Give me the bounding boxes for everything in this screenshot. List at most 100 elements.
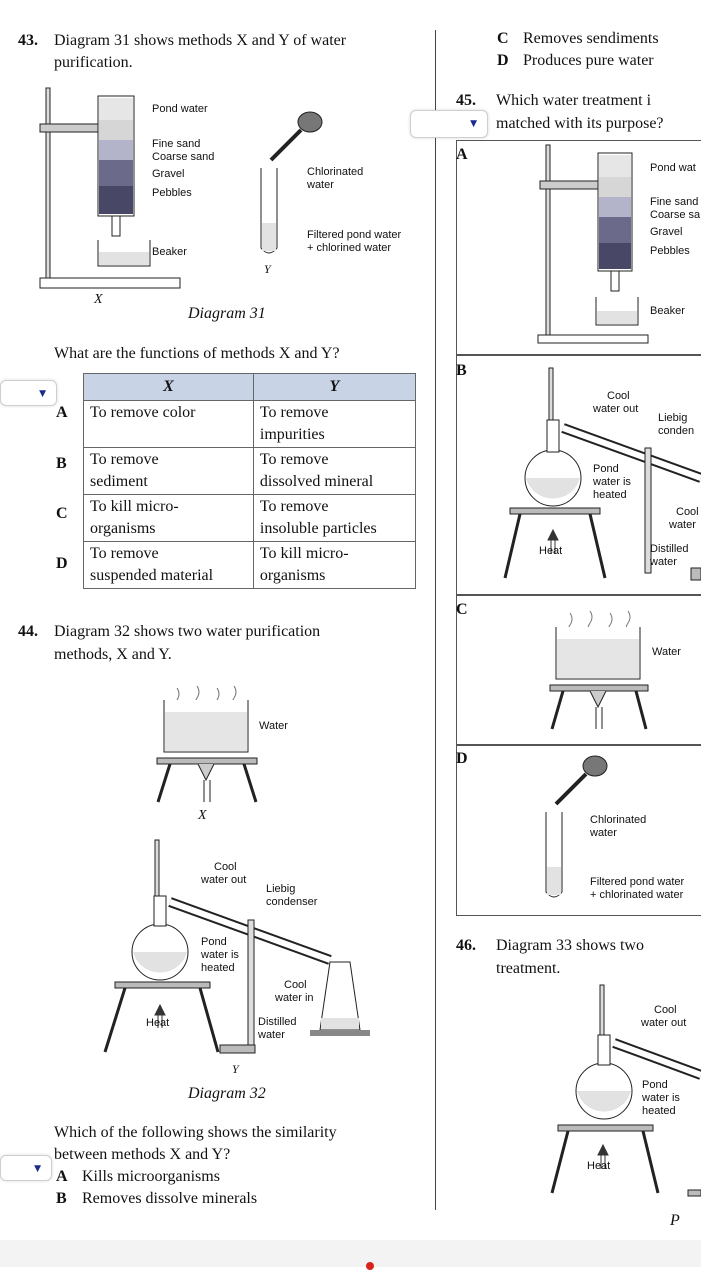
q45-b-label-distilled: Distilled	[650, 543, 689, 555]
red-dot-indicator	[366, 1262, 374, 1270]
chlorination-diagram	[260, 111, 323, 254]
q45-d-label-chlorinated-water: water	[590, 827, 617, 839]
q45-text-line1: Which water treatment i	[496, 92, 652, 109]
q45-a-label-pond-water: Pond wat	[650, 162, 696, 174]
q45-b-distillation-icon	[503, 367, 701, 581]
q45-a-label-fine-sand: Fine sand	[650, 196, 699, 208]
q45-c-label-water: Water	[652, 646, 681, 658]
distillation-diagram	[103, 839, 370, 1054]
q45-b-label-heat: Heat	[539, 545, 563, 557]
q45-b-label-cool-in: Cool	[676, 506, 699, 518]
bottom-bar	[0, 1240, 701, 1267]
q46-distillation-diagram	[550, 984, 701, 1197]
q44-question-line1: Which of the following shows the similar…	[54, 1124, 337, 1141]
q45-option-box-c[interactable]	[456, 594, 701, 746]
q45-answer-dropdown[interactable]: ▼	[410, 110, 488, 138]
q44-question-line2: between methods X and Y?	[54, 1146, 231, 1163]
label-cool: Cool	[214, 861, 237, 873]
diagram31-caption: Diagram 31	[188, 305, 266, 322]
q43-text-line1: Diagram 31 shows methods X and Y of wate…	[54, 32, 347, 49]
q45-a-label-coarse-sand: Coarse sa	[650, 209, 701, 221]
label-fine-sand: Fine sand	[152, 138, 201, 150]
q45-a-filtration-icon	[537, 144, 649, 344]
label-pond-water: Pond water	[152, 103, 208, 115]
label-chlorinated: Chlorinated	[307, 166, 364, 178]
q45-d-label-filtered-pond-water: Filtered pond water	[590, 876, 685, 888]
q46-p-label: P	[670, 1212, 680, 1229]
q46-label-heat: Heat	[587, 1160, 611, 1172]
table-header-y: Y	[252, 373, 417, 401]
q46-label-cool: Cool	[654, 1004, 677, 1016]
label-cool-in: Cool	[284, 979, 307, 991]
diagram32-x-label: X	[198, 808, 207, 823]
q43-question: What are the functions of methods X and …	[54, 345, 340, 362]
q45-option-box-a[interactable]	[456, 140, 701, 356]
q46-number: 46.	[456, 937, 476, 954]
diagram32-y-label: Y	[232, 1062, 239, 1076]
q44-text-line1: Diagram 32 shows two water purification	[54, 623, 321, 640]
row-letter-a: A	[56, 404, 68, 421]
dropdown-arrow-icon: ▼	[39, 389, 46, 399]
filtration-column-diagram	[39, 87, 181, 289]
label-heated: heated	[201, 962, 235, 974]
dropdown-arrow-icon: ▼	[470, 119, 477, 129]
q45-c-boiling-icon	[549, 610, 649, 730]
row-letter-d: D	[56, 555, 68, 572]
row-letter-b: B	[56, 455, 67, 472]
q45-b-label-water-in: water	[669, 519, 696, 531]
q46-label-heated: heated	[642, 1105, 676, 1117]
q46-text-line1: Diagram 33 shows two	[496, 937, 644, 954]
label-distilled-water: water	[258, 1029, 285, 1041]
q44-text-line2: methods, X and Y.	[54, 646, 172, 663]
q45-number: 45.	[456, 92, 476, 109]
label-filtered-pond-water: Filtered pond water	[307, 229, 402, 241]
label-water-is: water is	[201, 949, 239, 961]
table-header-x: X	[83, 373, 254, 401]
q45-a-label-beaker: Beaker	[650, 305, 685, 317]
q45-letter-a: A	[456, 146, 468, 163]
dropdown-arrow-icon: ▼	[34, 1164, 41, 1174]
q45-b-label-distilled-water: water	[650, 556, 677, 568]
diagram31-x-label: X	[94, 292, 103, 307]
q45-b-label-water-is: water is	[593, 476, 631, 488]
q45-d-chlorination-icon	[545, 755, 608, 898]
q45-b-label-water-out: water out	[593, 403, 639, 415]
q45-b-label-cool: Cool	[607, 390, 630, 402]
label-distilled: Distilled	[258, 1016, 297, 1028]
label-pebbles: Pebbles	[152, 187, 192, 199]
diagram32-caption: Diagram 32	[188, 1085, 266, 1102]
label-condenser: condenser	[266, 896, 318, 908]
q46-text-line2: treatment.	[496, 960, 561, 977]
label-beaker: Beaker	[152, 246, 187, 258]
q45-option-box-b[interactable]	[456, 354, 701, 596]
label-water: Water	[259, 720, 288, 732]
q45-a-label-gravel: Gravel	[650, 226, 683, 238]
q45-d-label-chlorinated: Chlorinated	[590, 814, 647, 826]
label-plus-chlorined-water: + chlorined water	[307, 242, 392, 254]
q44-answer-dropdown[interactable]: ▼	[0, 1155, 52, 1181]
diagram31-y-label: Y	[264, 262, 271, 276]
row-letter-c: C	[56, 505, 68, 522]
label-water-out: water out	[201, 874, 247, 886]
label-heat: Heat	[146, 1017, 170, 1029]
label-chlorinated-water: water	[307, 179, 334, 191]
q45-b-label-heated: heated	[593, 489, 627, 501]
q46-label-water-out: water out	[641, 1017, 687, 1029]
q45-letter-c: C	[456, 601, 468, 618]
q43-number: 43.	[18, 32, 38, 49]
q45-b-label-liebig: Liebig	[658, 412, 688, 424]
label-coarse-sand: Coarse sand	[152, 151, 215, 163]
q46-label-water-is: water is	[642, 1092, 680, 1104]
q45-letter-d: D	[456, 750, 468, 767]
q45-a-label-pebbles: Pebbles	[650, 245, 690, 257]
q46-label-pond: Pond	[642, 1079, 668, 1091]
q45-option-box-d[interactable]	[456, 744, 701, 916]
label-liebig: Liebig	[266, 883, 296, 895]
q43-answer-dropdown[interactable]: ▼	[0, 380, 57, 406]
